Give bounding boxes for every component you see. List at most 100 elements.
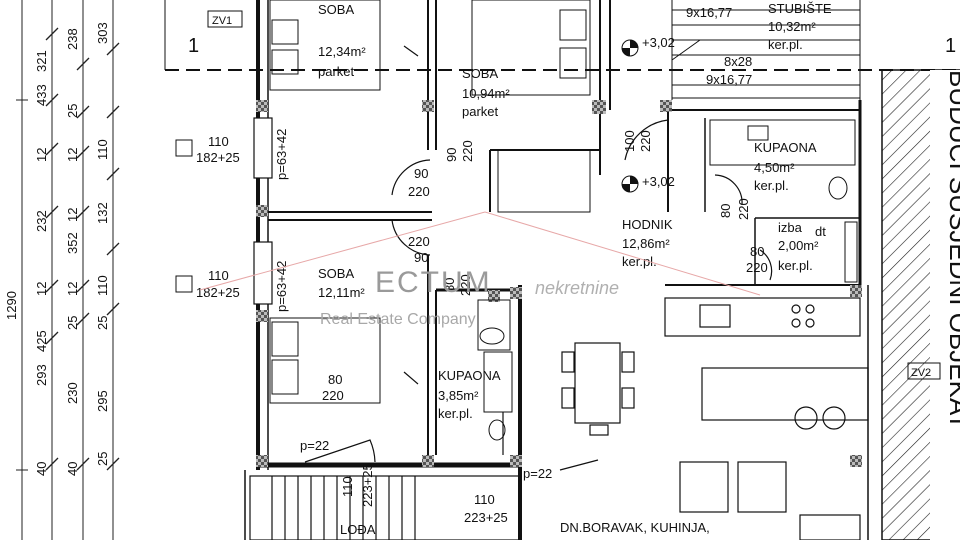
bathroom-fixtures bbox=[477, 119, 858, 441]
dim-col4-5: 110 bbox=[95, 275, 110, 296]
window-4-height: 223+25 bbox=[464, 510, 508, 525]
dim-col3-6: 25 bbox=[65, 316, 80, 330]
door-2-width: 90 bbox=[444, 148, 459, 162]
room-soba3-area: 12,11m² bbox=[318, 285, 365, 300]
dim-col4-3: 132 bbox=[95, 202, 110, 224]
room-soba1-name: SOBA bbox=[318, 2, 354, 17]
walls bbox=[244, 0, 869, 540]
door-8-width: 80 bbox=[750, 244, 764, 259]
door-2-height: 220 bbox=[460, 140, 475, 162]
room-stubiste-area: 10,32m² bbox=[768, 19, 816, 34]
dim-col3-7: 230 bbox=[65, 382, 80, 404]
door-6-width: 100 bbox=[622, 130, 637, 152]
window-4-width: 110 bbox=[474, 492, 495, 507]
door-4-width: 80 bbox=[442, 278, 457, 292]
room-izba-floor: ker.pl. bbox=[778, 258, 813, 273]
dim-col2-4: 232 bbox=[34, 210, 49, 232]
door-5-width: 80 bbox=[328, 372, 342, 387]
room-kupaona1-area: 4,50m² bbox=[754, 160, 795, 175]
dim-col2-3: 12 bbox=[34, 148, 49, 162]
stair-dim-b: 8x28 bbox=[724, 54, 752, 69]
neighbour-building-label: BUDUĆI SUSJEDNI OBJEKAT bbox=[944, 70, 960, 429]
dim-352: 352 bbox=[65, 232, 80, 254]
stair-dim-a: 9x16,77 bbox=[686, 5, 732, 20]
dim-col3-4: 12 bbox=[65, 208, 80, 222]
room-izba-area: 2,00m² bbox=[778, 238, 819, 253]
stair-dim-c: 9x16,77 bbox=[706, 72, 752, 87]
room-soba3-name: SOBA bbox=[318, 266, 354, 281]
section-mark-right: 1 bbox=[945, 35, 956, 57]
door-3-height: 90 bbox=[414, 250, 428, 265]
room-dnevni-name: DN.BORAVAK, KUHINJA, bbox=[560, 520, 710, 535]
room-soba2-area: 10,94m² bbox=[462, 86, 510, 101]
window-1-width: 110 bbox=[208, 134, 229, 149]
kitchen bbox=[561, 297, 869, 540]
door-dt: dt bbox=[815, 224, 826, 239]
level-1: +3,02 bbox=[642, 35, 675, 50]
room-loda-name: LOĐA bbox=[340, 522, 376, 537]
door-8-height: 220 bbox=[746, 260, 768, 275]
room-hodnik-name: HODNIK bbox=[622, 217, 673, 232]
room-kupaona1-floor: ker.pl. bbox=[754, 178, 789, 193]
room-kupaona1-name: KUPAONA bbox=[754, 140, 817, 155]
columns bbox=[256, 100, 862, 467]
door-1-height: 220 bbox=[408, 184, 430, 199]
dim-col3-1: 238 bbox=[65, 28, 80, 50]
dim-col2-1: 321 bbox=[34, 50, 49, 72]
zv1-tag-box bbox=[207, 10, 243, 28]
dim-col3-2: 25 bbox=[65, 104, 80, 118]
room-soba2-floor: parket bbox=[462, 104, 499, 119]
room-kupaona2-area: 3,85m² bbox=[438, 388, 479, 403]
dim-col3-5: 12 bbox=[65, 282, 80, 296]
room-soba1-floor: parket bbox=[318, 64, 355, 79]
section-mark-left: 1 bbox=[188, 35, 199, 57]
door-swings bbox=[304, 45, 773, 471]
dimension-ticks bbox=[45, 27, 120, 471]
watermark-tagline: Real Estate Company bbox=[320, 311, 476, 328]
room-izba-name: izba bbox=[778, 220, 803, 235]
window-1-height: 182+25 bbox=[196, 150, 240, 165]
level-markers bbox=[621, 39, 639, 193]
window-marker-1 bbox=[175, 139, 193, 157]
parapet-2: p=63+42 bbox=[274, 261, 289, 312]
watermark-stroke bbox=[199, 211, 486, 291]
dim-total: 1290 bbox=[4, 291, 19, 320]
dim-col2-6: 425 bbox=[34, 330, 49, 352]
parapet-3: p=22 bbox=[300, 438, 329, 453]
dimension-lines bbox=[16, 0, 114, 540]
room-soba1-area: 12,34m² bbox=[318, 44, 366, 59]
zv2-tag-box bbox=[907, 362, 941, 380]
room-soba2-name: SOBA bbox=[462, 66, 498, 81]
window-2-height: 182+25 bbox=[196, 285, 240, 300]
parapet-4: p=22 bbox=[523, 466, 552, 481]
door-7-height: 220 bbox=[736, 198, 751, 220]
window-openings bbox=[249, 117, 521, 540]
dim-col4-6: 295 bbox=[95, 390, 110, 412]
dim-col3-3: 12 bbox=[65, 148, 80, 162]
level-2: +3,02 bbox=[642, 174, 675, 189]
stair bbox=[671, 0, 861, 100]
room-stubiste-floor: ker.pl. bbox=[768, 37, 803, 52]
dim-col2-2: 433 bbox=[34, 84, 49, 106]
watermark-brand: ECTUM bbox=[375, 266, 492, 299]
parapet-1: p=63+42 bbox=[274, 129, 289, 180]
watermark-brand2: nekretnine bbox=[535, 278, 619, 298]
window-marker-2 bbox=[175, 275, 193, 293]
room-hodnik-area: 12,86m² bbox=[622, 236, 670, 251]
furniture-beds bbox=[269, 0, 591, 404]
room-kupaona2-name: KUPAONA bbox=[438, 368, 501, 383]
zv1-tag: ZV1 bbox=[212, 15, 232, 27]
room-kupaona2-floor: ker.pl. bbox=[438, 406, 473, 421]
window-3-width: 110 bbox=[340, 476, 355, 497]
door-4-height: 220 bbox=[458, 274, 473, 296]
window-2-width: 110 bbox=[208, 268, 229, 283]
window-3-height: 223+25 bbox=[360, 463, 375, 507]
room-stubiste-name: STUBIŠTE bbox=[768, 1, 832, 16]
dim-col4-7: 25 bbox=[95, 316, 110, 330]
dim-col2-8: 40 bbox=[34, 462, 49, 476]
dim-col4-1: 303 bbox=[95, 22, 110, 44]
dim-col4-2: 110 bbox=[95, 139, 110, 160]
door-6-height: 220 bbox=[638, 130, 653, 152]
door-1-width: 90 bbox=[414, 166, 428, 181]
